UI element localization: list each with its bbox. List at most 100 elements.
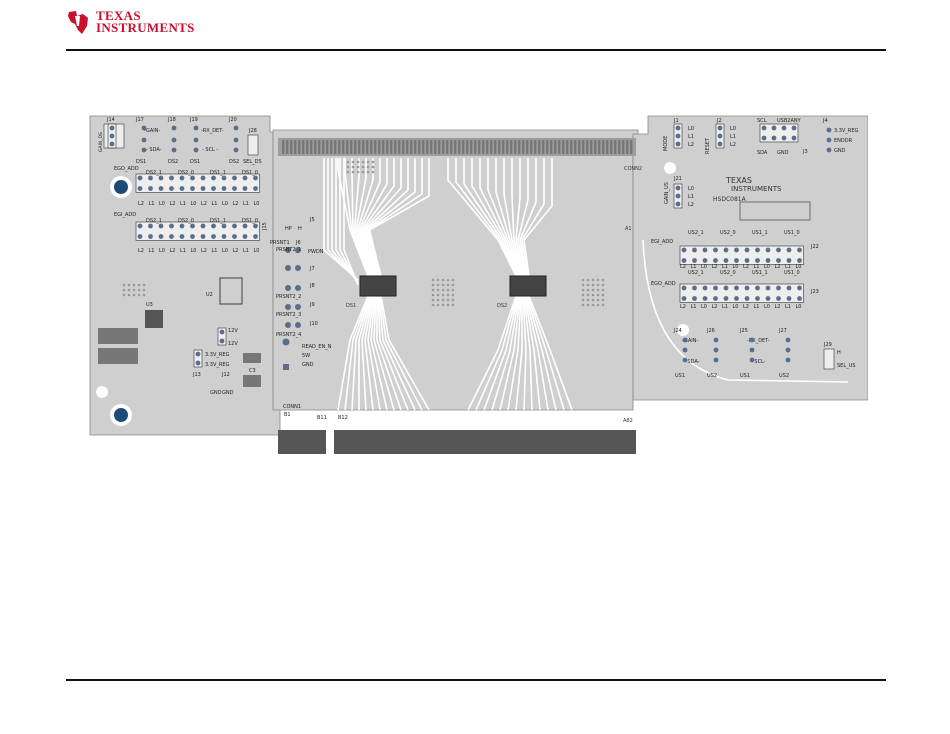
header-pin — [200, 234, 206, 239]
via — [346, 160, 350, 164]
header-pin — [109, 141, 115, 147]
trace — [379, 295, 423, 411]
pcie-finger — [550, 140, 553, 154]
trace — [355, 158, 373, 277]
r-h: H — [837, 350, 841, 356]
pcie-finger — [570, 140, 573, 154]
label-gain-ds: GAIN_DS — [98, 132, 104, 152]
header-rule — [66, 49, 886, 51]
header-pin — [681, 285, 687, 291]
via — [142, 293, 146, 297]
via — [601, 298, 605, 302]
pcie-finger — [362, 140, 365, 154]
label-j12: J12 — [221, 372, 230, 378]
trace — [455, 158, 518, 277]
header-pin — [781, 135, 787, 141]
pcie-finger — [454, 140, 457, 154]
via — [431, 293, 435, 297]
pcie-finger — [378, 140, 381, 154]
header-pin — [190, 234, 195, 239]
header-pin — [242, 175, 248, 181]
r-us1-a: US1 — [675, 373, 685, 379]
header-pin — [791, 135, 797, 141]
header-pin — [169, 175, 174, 181]
header-pin — [109, 133, 115, 139]
prsnt2-2: PRSNT2_2 — [276, 294, 301, 300]
via — [127, 283, 131, 287]
left-group-row1: DS1_0 — [242, 170, 258, 176]
via — [436, 293, 440, 297]
right-group-row2: US2_1 — [688, 270, 704, 276]
right-level-row1: L0 — [764, 264, 770, 270]
pcie-finger — [498, 140, 501, 154]
header-pin — [219, 329, 225, 335]
header-pin — [179, 234, 185, 239]
via — [346, 170, 350, 174]
pcie-finger — [442, 140, 445, 154]
header-pin — [675, 133, 681, 139]
header-pin — [190, 223, 195, 229]
trace — [499, 295, 521, 411]
test-pin — [193, 125, 199, 131]
header-pin — [681, 258, 687, 263]
sig-scl: - SCL - — [202, 147, 218, 153]
header-pin — [717, 141, 723, 147]
left-level-row2: L1 — [180, 248, 186, 254]
pcie-finger — [310, 140, 313, 154]
test-pin — [826, 137, 832, 143]
pcie-finger — [466, 140, 469, 154]
r-sda: SDA — [757, 150, 768, 156]
r-33reg: 3.3V_REG — [834, 128, 859, 134]
pcie-finger — [482, 140, 485, 154]
via — [601, 288, 605, 292]
r-j21: J21 — [673, 176, 682, 182]
test-pin — [141, 125, 147, 131]
right-level-row1: L2 — [680, 264, 686, 270]
pcie-finger — [514, 140, 517, 154]
presence-pin — [295, 285, 301, 291]
via — [591, 293, 595, 297]
header-pin — [158, 175, 164, 181]
r-j2: J2 — [716, 118, 722, 124]
right-level-row2: L0 — [764, 304, 770, 310]
header-pin — [713, 285, 718, 291]
header-pin — [158, 223, 164, 229]
header-pin — [221, 223, 227, 229]
via — [446, 293, 450, 297]
trace — [351, 158, 371, 277]
pcie-finger — [450, 140, 453, 154]
left-level-row2: L2 — [201, 248, 207, 254]
trace — [339, 158, 359, 285]
trace — [367, 295, 381, 411]
pcie-finger — [318, 140, 321, 154]
prsnt2-1: PRSNT2_1 — [276, 247, 301, 253]
via — [366, 170, 370, 174]
right-group-row1: US2_1 — [688, 230, 704, 236]
r-gnd-b: GND — [834, 148, 846, 154]
test-pin — [826, 147, 832, 153]
right-level-j2: L0 — [730, 126, 736, 132]
left-level-row1: L2 — [201, 201, 207, 207]
left-group-row2: DS2_0 — [178, 218, 194, 224]
test-pin — [785, 347, 791, 353]
r-ego-add: EGO_ADD — [651, 281, 676, 287]
r-j24: J24 — [673, 328, 682, 334]
pcie-finger — [558, 140, 561, 154]
pcie-finger — [502, 140, 505, 154]
right-level-row2: L1 — [722, 304, 728, 310]
header-body — [135, 173, 260, 193]
pcie-finger — [346, 140, 349, 154]
read-en-pin — [283, 364, 289, 370]
via — [132, 293, 136, 297]
pcie-finger — [602, 140, 605, 154]
via — [371, 160, 375, 164]
pcie-finger — [294, 140, 297, 154]
right-level-row1: L1 — [754, 264, 760, 270]
via — [596, 288, 600, 292]
via — [446, 303, 450, 307]
header-pin — [179, 175, 185, 181]
left-level-row1: L1 — [243, 201, 249, 207]
pcie-finger — [546, 140, 549, 154]
header-pin — [242, 234, 248, 239]
b12: B12 — [338, 415, 348, 421]
